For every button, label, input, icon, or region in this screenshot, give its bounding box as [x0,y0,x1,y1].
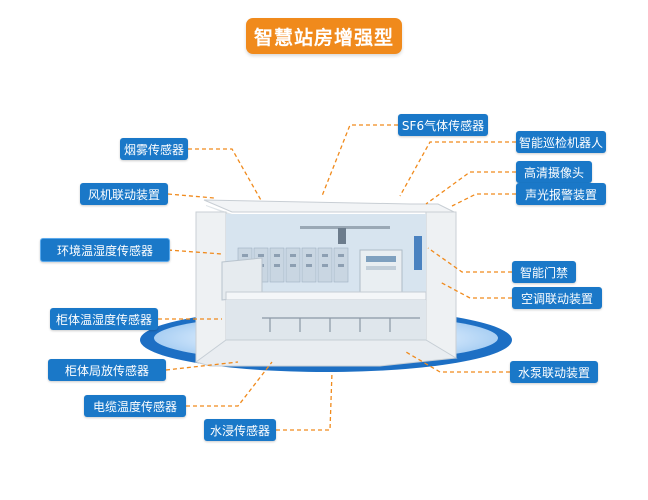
label-cabinet-temp-humidity: 柜体温湿度传感器 [50,308,158,330]
station-building [194,199,458,367]
label-cabinet-partial-discharge: 柜体局放传感器 [48,359,166,381]
page-title: 智慧站房增强型 [246,18,402,54]
label-hd-camera: 高清摄像头 [516,161,592,183]
label-smoke-sensor: 烟雾传感器 [120,138,188,160]
label-fan-linkage: 风机联动装置 [80,183,168,205]
label-sf6-sensor: SF6气体传感器 [398,114,488,136]
leader-lines [158,124,516,431]
label-aircon-linkage: 空调联动装置 [512,287,602,309]
label-inspection-robot: 智能巡检机器人 [516,131,606,153]
label-env-temp-humidity: 环境温湿度传感器 [40,238,170,262]
label-water-leak-sensor: 水浸传感器 [204,419,276,441]
label-audible-visual-alarm: 声光报警装置 [516,183,606,205]
label-smart-access: 智能门禁 [512,261,576,283]
label-pump-linkage: 水泵联动装置 [510,361,598,383]
label-cable-temp-sensor: 电缆温度传感器 [84,395,186,417]
